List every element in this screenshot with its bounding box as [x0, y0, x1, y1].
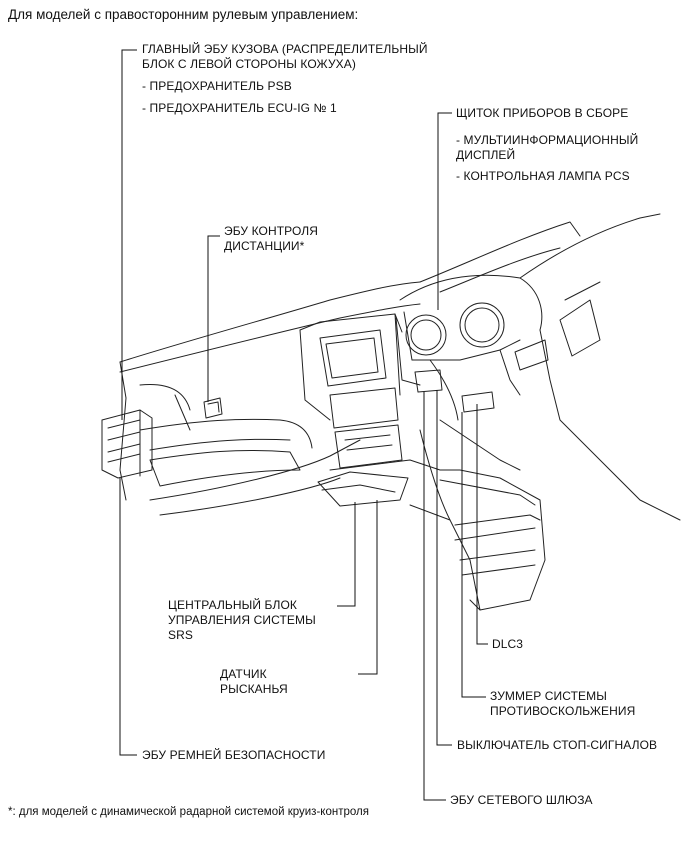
center-console	[329, 459, 546, 611]
label-instrument-cluster: ЩИТОК ПРИБОРОВ В СБОРЕ - МУЛЬТИИНФОРМАЦИ…	[456, 106, 638, 184]
label-line: SRS	[168, 628, 193, 642]
leader-distance-ecu	[207, 235, 220, 402]
label-dlc3: DLC3	[492, 637, 523, 652]
footnote: *: для моделей с динамической радарной с…	[8, 806, 369, 818]
leader-buzzer	[461, 412, 486, 698]
label-srs-unit: ЦЕНТРАЛЬНЫЙ БЛОК УПРАВЛЕНИЯ СИСТЕМЫ SRS	[168, 598, 316, 643]
label-line: ГЛАВНЫЙ ЭБУ КУЗОВА (РАСПРЕДЕЛИТЕЛЬНЫЙ	[142, 42, 428, 56]
leader-seatbelt-ecu	[119, 478, 137, 756]
label-distance-ecu: ЭБУ КОНТРОЛЯ ДИСТАНЦИИ*	[224, 224, 318, 254]
label-line: ДАТЧИК	[220, 667, 267, 681]
label-main-body-ecu: ГЛАВНЫЙ ЭБУ КУЗОВА (РАСПРЕДЕЛИТЕЛЬНЫЙ БЛ…	[142, 42, 428, 116]
label-subitem: ДИСПЛЕЙ	[456, 148, 516, 162]
leader-stop-switch	[436, 390, 452, 746]
label-yaw-sensor: ДАТЧИК РЫСКАНЬЯ	[220, 667, 288, 697]
label-line: УПРАВЛЕНИЯ СИСТЕМЫ	[168, 613, 316, 627]
label-line: ЦЕНТРАЛЬНЫЙ БЛОК	[168, 598, 298, 612]
leader-dlc3	[476, 404, 488, 645]
page-heading: Для моделей с правосторонним рулевым упр…	[8, 7, 359, 22]
left-door-frame	[119, 361, 127, 501]
label-line: ПРОТИВОСКОЛЬЖЕНИЯ	[490, 704, 636, 718]
label-line: DLC3	[492, 637, 524, 651]
label-line: ДИСТАНЦИИ*	[224, 239, 305, 253]
label-seatbelt-ecu: ЭБУ РЕМНЕЙ БЕЗОПАСНОСТИ	[142, 748, 325, 763]
distance-ecu-block	[203, 397, 223, 419]
label-subitem: - ПРЕДОХРАНИТЕЛЬ ECU-IG № 1	[142, 101, 337, 115]
label-subitem: - КОНТРОЛЬНАЯ ЛАМПА PCS	[456, 169, 630, 183]
label-gateway-ecu: ЭБУ СЕТЕВОГО ШЛЮЗА	[450, 793, 593, 808]
label-line: ВЫКЛЮЧАТЕЛЬ СТОП-СИГНАЛОВ	[457, 738, 658, 752]
label-line: ЩИТОК ПРИБОРОВ В СБОРЕ	[456, 106, 629, 120]
label-line: БЛОК С ЛЕВОЙ СТОРОНЫ КОЖУХА)	[142, 57, 356, 71]
cluster-hood	[399, 274, 543, 331]
center-display	[319, 329, 387, 387]
label-line: ЗУММЕР СИСТЕМЫ	[490, 689, 607, 703]
leader-main-body-ecu	[121, 49, 137, 420]
gauge-left	[405, 314, 447, 356]
label-line: ЭБУ СЕТЕВОГО ШЛЮЗА	[450, 793, 593, 807]
label-line: ЭБУ РЕМНЕЙ БЕЗОПАСНОСТИ	[142, 748, 326, 762]
leader-srs	[337, 502, 356, 607]
body-ecu-block	[101, 409, 153, 479]
gauge-right	[459, 302, 505, 348]
label-buzzer: ЗУММЕР СИСТЕМЫ ПРОТИВОСКОЛЬЖЕНИЯ	[490, 689, 635, 719]
label-subitem: - МУЛЬТИИНФОРМАЦИОННЫЙ	[456, 133, 639, 147]
label-subitem: - ПРЕДОХРАНИТЕЛЬ PSB	[142, 79, 292, 93]
dash-lower-line	[149, 439, 361, 501]
label-stop-switch: ВЫКЛЮЧАТЕЛЬ СТОП-СИГНАЛОВ	[457, 738, 657, 753]
label-line: ЭБУ КОНТРОЛЯ	[224, 224, 319, 238]
label-line: РЫСКАНЬЯ	[220, 682, 288, 696]
dash-top-outline	[119, 281, 421, 363]
leader-instrument-cluster	[437, 112, 452, 310]
leader-gateway-ecu	[423, 392, 446, 801]
leader-yaw-sensor	[358, 500, 378, 675]
